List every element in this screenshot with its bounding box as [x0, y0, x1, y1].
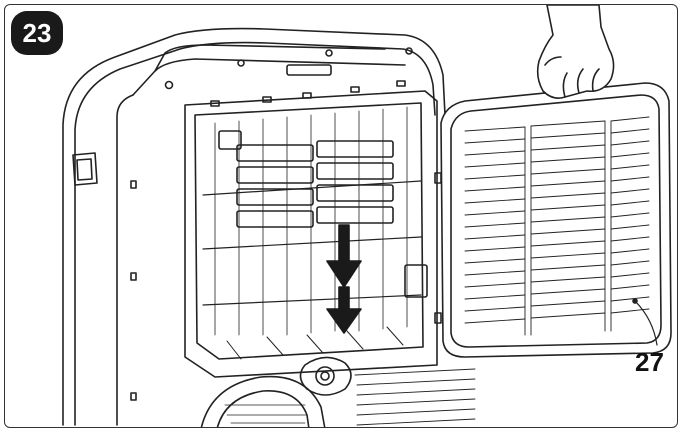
rear-grille-panel	[434, 82, 672, 358]
illustration-frame: 23 27	[4, 4, 678, 428]
step-number-badge: 23	[11, 11, 63, 55]
filter-compartment	[184, 80, 438, 378]
appliance-body	[62, 27, 446, 426]
down-arrow-icon	[326, 224, 362, 334]
hand-illustration	[536, 5, 615, 99]
callout-label-grille: 27	[635, 347, 664, 377]
lower-vent	[200, 356, 476, 427]
appliance-illustration	[62, 5, 672, 427]
